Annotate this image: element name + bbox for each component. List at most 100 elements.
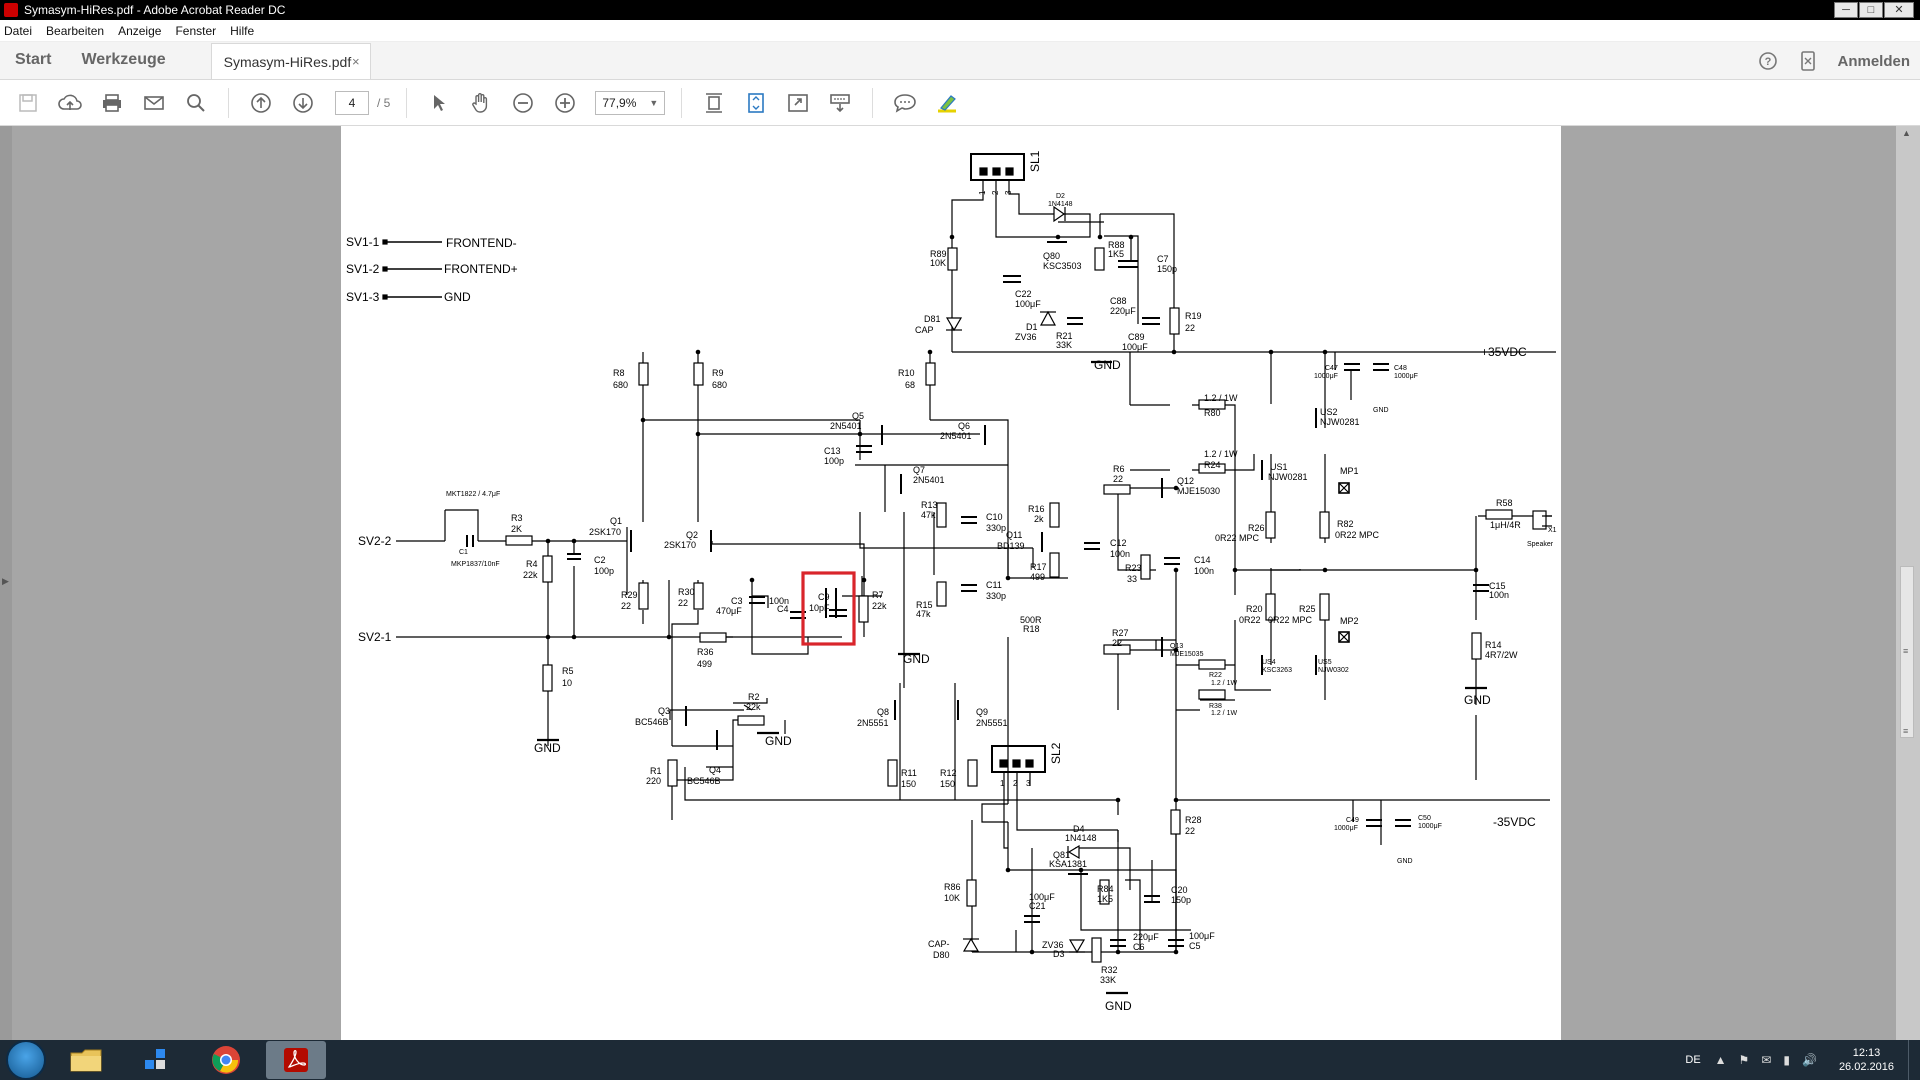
- save-icon[interactable]: [12, 87, 44, 119]
- upload-cloud-icon[interactable]: [54, 87, 86, 119]
- q2-value: 2SK170: [664, 540, 696, 550]
- window-titlebar[interactable]: Symasym-HiRes.pdf - Adobe Acrobat Reader…: [0, 0, 1920, 20]
- r2-label: R2: [748, 692, 760, 702]
- help-icon[interactable]: ?: [1757, 50, 1779, 72]
- r26-label: R26: [1248, 523, 1265, 533]
- scrollbar-thumb[interactable]: [1900, 566, 1914, 738]
- fullscreen-icon[interactable]: [782, 87, 814, 119]
- comment-icon[interactable]: [889, 87, 921, 119]
- gnd-label-r5: GND: [534, 741, 561, 755]
- r26-value: 0R22 MPC: [1215, 533, 1260, 543]
- scroll-mode-icon[interactable]: [740, 87, 772, 119]
- menu-anzeige[interactable]: Anzeige: [118, 23, 162, 38]
- sv1-1-label: SV1-1: [346, 235, 380, 249]
- r27-label: R27: [1112, 628, 1129, 638]
- mobile-link-icon[interactable]: [1797, 50, 1819, 72]
- r8-label: R8: [613, 368, 625, 378]
- r5-label: R5: [562, 666, 574, 676]
- d4-label: D4: [1073, 824, 1085, 834]
- sl2-pin-3: 3: [1026, 779, 1031, 788]
- menu-hilfe[interactable]: Hilfe: [230, 23, 255, 38]
- r38-label: R38: [1209, 703, 1222, 710]
- search-icon[interactable]: [180, 87, 212, 119]
- minimize-button[interactable]: ─: [1834, 2, 1858, 18]
- r15-label: R15: [916, 600, 933, 610]
- left-panel-toggle[interactable]: ▶: [0, 126, 12, 1040]
- close-window-button[interactable]: ✕: [1884, 2, 1914, 18]
- acrobat-taskbar-icon[interactable]: [266, 1041, 326, 1079]
- page-marker-icon: ≡: [1903, 646, 1909, 656]
- q11-value: BD139: [997, 541, 1025, 551]
- c2-label: C2: [594, 555, 606, 565]
- vertical-scrollbar[interactable]: ▲ ≡ ≡ ≡: [1896, 126, 1920, 1040]
- q80-value: KSC3503: [1043, 261, 1082, 271]
- page-down-icon[interactable]: [287, 87, 319, 119]
- r80-label: R80: [1204, 408, 1221, 418]
- r4-label: R4: [526, 559, 538, 569]
- zoom-out-icon[interactable]: [507, 87, 539, 119]
- chrome-taskbar-icon[interactable]: [196, 1041, 256, 1079]
- tab-bar: Start Werkzeuge Symasym-HiRes.pdf × ? An…: [0, 42, 1920, 80]
- c2-value: 100p: [594, 566, 614, 576]
- us4-label: US4: [1262, 659, 1276, 666]
- scroll-up-icon[interactable]: ▲: [1902, 128, 1911, 138]
- tray-expand-icon[interactable]: ▲: [1714, 1053, 1727, 1067]
- r10-label: R10: [898, 368, 915, 378]
- windows-taskbar: DE ▲ ⚑ ✉ ▮ 🔊 12:13 26.02.2016: [0, 1040, 1920, 1080]
- apps-taskbar-icon[interactable]: [126, 1041, 186, 1079]
- q11-label: Q11: [1006, 530, 1022, 540]
- read-mode-icon[interactable]: [824, 87, 856, 119]
- zoom-select[interactable]: 77,9% ▼: [595, 90, 666, 115]
- action-center-icon[interactable]: ✉: [1761, 1053, 1772, 1067]
- zoom-value: 77,9%: [602, 95, 637, 110]
- gnd-label-mid: GND: [903, 652, 930, 666]
- menu-fenster[interactable]: Fenster: [175, 23, 217, 38]
- r14-label: R14: [1485, 640, 1502, 650]
- c15-label: C15: [1489, 581, 1506, 591]
- menu-datei[interactable]: Datei: [4, 23, 33, 38]
- r3-label: R3: [511, 513, 523, 523]
- network-flag-icon[interactable]: ⚑: [1738, 1053, 1750, 1067]
- r82-label: R82: [1337, 519, 1354, 529]
- email-icon[interactable]: [138, 87, 170, 119]
- q1-value: 2SK170: [589, 527, 621, 537]
- signal-icon[interactable]: ▮: [1783, 1053, 1790, 1067]
- tab-tools[interactable]: Werkzeuge: [81, 51, 166, 68]
- maximize-button[interactable]: □: [1859, 2, 1883, 18]
- menu-bearbeiten[interactable]: Bearbeiten: [46, 23, 105, 38]
- c88-label: C88: [1110, 296, 1127, 306]
- print-icon[interactable]: [96, 87, 128, 119]
- zoom-in-icon[interactable]: [549, 87, 581, 119]
- c20-label: C20: [1171, 885, 1188, 895]
- signin-button[interactable]: Anmelden: [1837, 52, 1910, 70]
- fit-page-icon[interactable]: [698, 87, 730, 119]
- diodes: [945, 205, 1086, 954]
- close-tab-icon[interactable]: ×: [352, 54, 360, 69]
- tab-document[interactable]: Symasym-HiRes.pdf ×: [210, 43, 371, 79]
- highlighter-icon[interactable]: [931, 87, 963, 119]
- file-explorer-taskbar-icon[interactable]: [56, 1041, 116, 1079]
- select-cursor-icon[interactable]: [423, 87, 455, 119]
- gnd-label-bottom: GND: [1105, 999, 1132, 1013]
- c89-value: 100μF: [1122, 342, 1148, 352]
- c22-label: C22: [1015, 289, 1032, 299]
- c1-label: C1: [459, 549, 468, 556]
- hand-tool-icon[interactable]: [465, 87, 497, 119]
- c10-value: 330p: [986, 523, 1006, 533]
- tab-start[interactable]: Start: [15, 51, 52, 68]
- r5-value: 10: [562, 678, 572, 688]
- r12-value: 150: [940, 779, 955, 789]
- language-indicator[interactable]: DE: [1685, 1054, 1701, 1066]
- start-button[interactable]: [6, 1040, 46, 1080]
- r18-value: 500R: [1020, 615, 1042, 625]
- c13-value: 100p: [824, 456, 844, 466]
- c11-value: 330p: [986, 591, 1006, 601]
- r88-value: 1K5: [1108, 249, 1124, 259]
- r20-label: R20: [1246, 604, 1263, 614]
- page-up-icon[interactable]: [245, 87, 277, 119]
- page-marker-icon: ≡: [1903, 726, 1909, 736]
- page-number-input[interactable]: 4: [335, 90, 369, 115]
- clock[interactable]: 12:13 26.02.2016: [1839, 1046, 1894, 1074]
- show-desktop-button[interactable]: [1908, 1040, 1920, 1080]
- volume-icon[interactable]: 🔊: [1801, 1053, 1817, 1067]
